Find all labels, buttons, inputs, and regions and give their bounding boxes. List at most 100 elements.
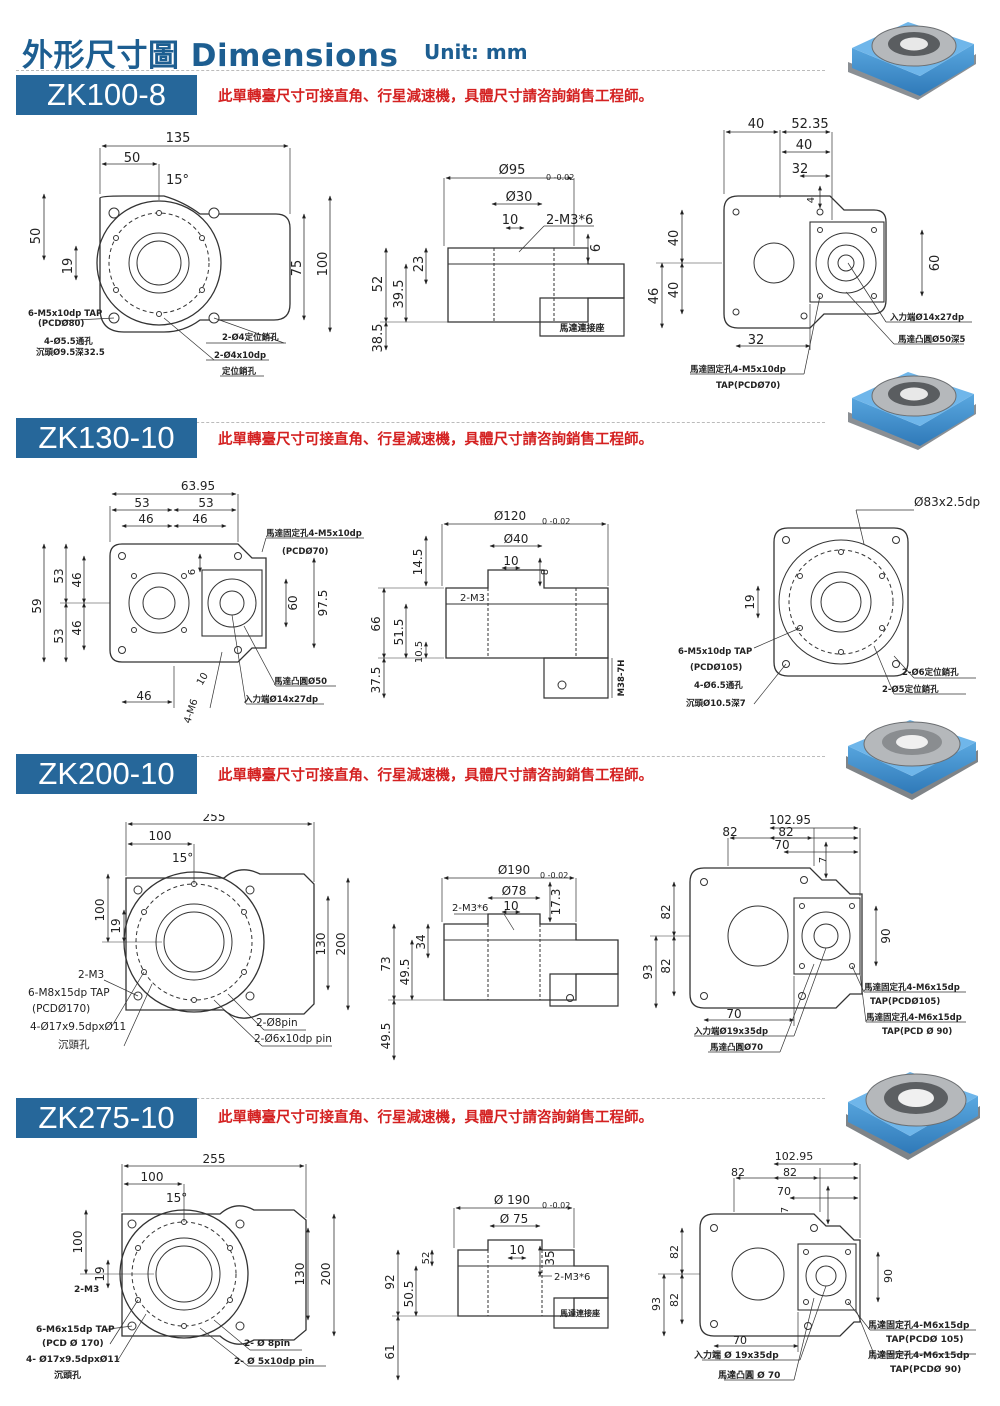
callout-text: 6-M6x15dp TAP bbox=[36, 1325, 115, 1335]
callout-text: 沉頭Ø10.5深7 bbox=[686, 698, 746, 709]
divider bbox=[16, 756, 825, 757]
dim-text: 50.5 bbox=[402, 1281, 416, 1308]
dimension-drawing: 255 100 15° 100 19 130 200 2-M3 6-M8x15d… bbox=[28, 814, 966, 1061]
dim-text: 100 bbox=[141, 1170, 164, 1184]
dim-text: 82 bbox=[659, 958, 673, 973]
dim-text: 100 bbox=[93, 899, 107, 922]
top-view bbox=[102, 822, 350, 1047]
callout-text: 馬達固定孔4-M6x15dp bbox=[867, 1319, 970, 1331]
callout-text: 2-Ø8pin bbox=[256, 1017, 298, 1029]
dim-text: 130 bbox=[293, 1263, 307, 1286]
callout-text: 2-Ø5定位銷孔 bbox=[882, 684, 939, 695]
callout-text: 入力端Ø14x27dp bbox=[889, 312, 964, 323]
dim-text: Ø30 bbox=[506, 190, 533, 205]
dim-text: 255 bbox=[203, 814, 226, 824]
model-note: 此單轉臺尺寸可接直角、行星減速機，具體尺寸請咨詢銷售工程師。 bbox=[218, 89, 653, 105]
dim-text: 23 bbox=[412, 256, 427, 273]
unit-label: Unit: mm bbox=[424, 40, 528, 64]
callout-text: (PCDØ170) bbox=[32, 1003, 90, 1015]
callout-text: 馬達固定孔4-M6x15dp bbox=[864, 982, 960, 993]
dim-text: 34 bbox=[414, 934, 428, 949]
dim-text: Ø190 bbox=[498, 863, 530, 877]
product-photo bbox=[848, 22, 976, 100]
dim-text: 40 bbox=[796, 138, 813, 153]
dim-text: 82 bbox=[659, 904, 673, 919]
dim-text: 53 bbox=[52, 628, 66, 643]
dim-text: 6 bbox=[589, 244, 604, 252]
top-view bbox=[42, 144, 332, 377]
callout-text: TAP(PCDØ 105) bbox=[886, 1334, 963, 1345]
section-zk130-10: ZK130-10 此單轉臺尺寸可接直角、行星減速機，具體尺寸請咨詢銷售工程師。 bbox=[0, 372, 1000, 754]
part-label: 馬達連接座 bbox=[560, 1308, 600, 1318]
callout-text: 6-M8x15dp TAP bbox=[28, 987, 110, 999]
dim-text: 82 bbox=[668, 1293, 681, 1307]
dim-text: 75 bbox=[290, 260, 305, 277]
dim-text: 50 bbox=[29, 228, 44, 245]
dim-text: 82 bbox=[722, 825, 737, 839]
callout-text: TAP(PCDØ70) bbox=[716, 380, 780, 391]
product-photo bbox=[848, 372, 976, 450]
section-zk200-10: ZK200-10 此單轉臺尺寸可接直角、行星減速機，具體尺寸請咨詢銷售工程師。 bbox=[0, 720, 1000, 1094]
side-view bbox=[378, 522, 613, 699]
dim-text: 59 bbox=[30, 598, 44, 613]
dim-text: 82 bbox=[731, 1166, 745, 1179]
callout-text: 入力端Ø19x35dp bbox=[693, 1026, 768, 1037]
dim-text: 46 bbox=[138, 512, 153, 526]
callout-text: TAP(PCD Ø 90) bbox=[882, 1026, 952, 1037]
dimension-drawing: 63.95 53 53 46 46 6 53 46 59 53 46 60 97… bbox=[30, 479, 980, 725]
callout-text: 6-M5x10dp TAP bbox=[678, 647, 752, 657]
callout-text: 2-Ø6定位銷孔 bbox=[902, 667, 959, 678]
dim-text: 200 bbox=[334, 933, 348, 956]
callout-text: 2- Ø 5x10dp pin bbox=[234, 1356, 314, 1367]
divider bbox=[16, 422, 825, 423]
dim-text: 200 bbox=[319, 1263, 333, 1286]
callout-text: 馬達固定孔4-M6x15dp bbox=[866, 1012, 962, 1023]
dim-text: 61 bbox=[383, 1344, 397, 1359]
dim-text: 15° bbox=[166, 173, 189, 188]
callout-text: 4- Ø17x9.5dpxØ11 bbox=[26, 1354, 120, 1365]
dim-tolerance: 0 -0.02 bbox=[542, 517, 570, 526]
dim-text: Ø40 bbox=[504, 532, 529, 546]
dim-tolerance: 0 -0.02 bbox=[540, 871, 568, 880]
dim-text: 63.95 bbox=[181, 479, 215, 493]
dim-text: 53 bbox=[134, 496, 149, 510]
dim-text: 90 bbox=[882, 1269, 895, 1283]
callout-text: 沉頭孔 bbox=[54, 1369, 81, 1381]
dim-text: 8 bbox=[540, 569, 551, 575]
callout-text: 馬達固定孔4-M5x10dp bbox=[266, 528, 362, 539]
divider bbox=[16, 1098, 825, 1099]
callout-text: 馬達凸圓Ø70 bbox=[710, 1042, 763, 1053]
dim-text: 6 bbox=[187, 569, 198, 575]
dim-text: 15° bbox=[166, 1191, 187, 1205]
dim-text: 2-M3 bbox=[460, 593, 485, 604]
callout-text: (PCDØ80) bbox=[38, 318, 84, 329]
side-view bbox=[388, 876, 619, 1061]
callout-text: 入力端Ø14x27dp bbox=[243, 694, 318, 705]
dim-text: 82 bbox=[783, 1166, 797, 1179]
callout-text: 馬達凸圓 Ø 70 bbox=[717, 1369, 780, 1381]
dim-text: 82 bbox=[778, 825, 793, 839]
part-label: 馬達連接座 bbox=[558, 322, 604, 334]
top-view bbox=[80, 1164, 336, 1367]
dim-text: 70 bbox=[733, 1334, 747, 1347]
dim-text: 40 bbox=[667, 230, 682, 247]
dim-text: 50 bbox=[124, 151, 141, 166]
dim-text: 52 bbox=[421, 1252, 432, 1265]
dim-text: 93 bbox=[641, 964, 655, 979]
section-zk275-10: ZK275-10 此單轉臺尺寸可接直角、行星減速機，具體尺寸請咨詢銷售工程師。 bbox=[0, 1072, 1000, 1404]
model-note: 此單轉臺尺寸可接直角、行星減速機，具體尺寸請咨詢銷售工程師。 bbox=[218, 768, 653, 784]
dim-text: 100 bbox=[71, 1231, 85, 1254]
dim-text: Ø120 bbox=[494, 509, 526, 523]
dim-text: Ø83x2.5dp bbox=[914, 495, 980, 509]
dim-text: 90 bbox=[879, 928, 893, 943]
callout-text: (PCDØ105) bbox=[690, 662, 742, 673]
dim-text: 73 bbox=[379, 956, 393, 971]
callout-text: TAP(PCDØ 90) bbox=[890, 1364, 961, 1375]
dim-text: 7 bbox=[780, 1207, 791, 1213]
callout-text: (PCDØ70) bbox=[282, 546, 328, 557]
callout-text: 2-M3 bbox=[74, 1285, 99, 1295]
dim-text: 4-M6 bbox=[182, 698, 200, 725]
model-tab: ZK275-10 bbox=[16, 1098, 197, 1138]
dim-text: 93 bbox=[650, 1297, 663, 1311]
dim-text: 46 bbox=[70, 620, 84, 635]
